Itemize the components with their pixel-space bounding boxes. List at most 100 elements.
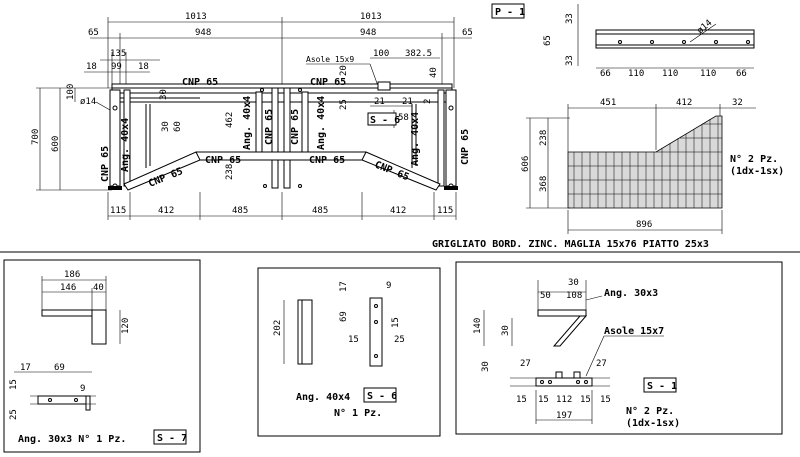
profile-dim-110b: 110 xyxy=(662,69,678,79)
dim-left-135: 135 xyxy=(110,49,126,59)
s1-asole-label: Asole 15x7 xyxy=(604,326,664,337)
s1-dim-15d: 15 xyxy=(600,395,611,405)
grating-dim-238: 238 xyxy=(539,130,549,146)
dim-height-700: 700 xyxy=(31,129,41,145)
detail-s6: 202 17 9 69 15 15 25 Ang. 40x4 S - 6 N° … xyxy=(257,267,441,437)
label-cnp-bottom-right: CNP 65 xyxy=(309,155,345,166)
grating-dim-368: 368 xyxy=(539,176,549,192)
dim-inner-30b: 30 xyxy=(161,121,171,132)
dim-bottom-485b: 485 xyxy=(312,206,328,216)
label-cnp-right-col: CNP 65 xyxy=(460,129,471,165)
label-cnp-left-col: CNP 65 xyxy=(100,146,111,182)
dim-bottom-412b: 412 xyxy=(390,206,406,216)
dim-left-99: 99 xyxy=(111,62,122,72)
s1-dim-140: 140 xyxy=(473,318,483,334)
grating-dim-412: 412 xyxy=(676,98,692,108)
dim-bottom-412a: 412 xyxy=(158,206,174,216)
profile-dim-66a: 66 xyxy=(600,69,611,79)
dim-bottom-115b: 115 xyxy=(437,206,453,216)
s1-dim-112: 112 xyxy=(556,395,572,405)
label-ang-left: Ang. 40x4 xyxy=(120,118,131,172)
hole-dia-main: ø14 xyxy=(80,97,96,107)
dim-top-1: 1013 xyxy=(185,12,207,22)
s6-dim-9: 9 xyxy=(386,281,391,291)
dim-height-100: 100 xyxy=(66,84,76,100)
main-frame-view: 1013 1013 65 948 948 65 135 99 18 18 Aso… xyxy=(31,12,473,220)
s7-caption: Ang. 30x3 N° 1 Pz. xyxy=(18,434,126,445)
s6-dim-25: 25 xyxy=(394,335,405,345)
label-cnp-top-right: CNP 65 xyxy=(310,77,346,88)
label-ang-right: Ang. 40x4 xyxy=(410,112,421,166)
s1-dim-15b: 15 xyxy=(538,395,549,405)
dim-second-2: 948 xyxy=(195,28,211,38)
tag-s6-marker xyxy=(367,112,397,126)
tag-p1: P - 1 xyxy=(491,3,525,19)
dim-inner-462: 462 xyxy=(225,112,235,128)
s7-dim-9: 9 xyxy=(80,384,85,394)
s1-dim-108: 108 xyxy=(566,291,582,301)
asole-label: Asole 15x9 xyxy=(306,55,354,64)
profile-dim-110a: 110 xyxy=(628,69,644,79)
s6-dim-15a: 15 xyxy=(348,335,359,345)
s1-dim-197: 197 xyxy=(556,411,572,421)
s7-dim-186: 186 xyxy=(64,270,80,280)
s6-dim-17: 17 xyxy=(339,281,349,292)
tag-s6-label: S - 6 xyxy=(367,391,397,402)
dim-right-100: 100 xyxy=(373,49,389,59)
s1-dim-15c: 15 xyxy=(580,395,591,405)
dim-second-1: 65 xyxy=(88,28,99,38)
s1-dim-27a: 27 xyxy=(520,359,531,369)
s1-dim-30b: 30 xyxy=(501,325,511,336)
dim-bottom-485a: 485 xyxy=(232,206,248,216)
grating-qty-side: (1dx-1sx) xyxy=(730,166,784,177)
grating-dim-606: 606 xyxy=(521,156,531,172)
dim-left-18a: 18 xyxy=(86,62,97,72)
s6-dim-202: 202 xyxy=(273,320,283,336)
tag-s1-label: S - 1 xyxy=(647,381,677,392)
detail-s7: 186 146 40 120 17 69 9 15 25 Ang. 30x3 N… xyxy=(3,259,201,453)
s1-ang-label: Ang. 30x3 xyxy=(604,288,658,299)
s1-dim-30a: 30 xyxy=(568,278,579,288)
dim-inner-30a: 30 xyxy=(159,89,169,100)
profile-dim-33b: 33 xyxy=(565,55,575,66)
dim-top-2: 1013 xyxy=(360,12,382,22)
dim-right-20: 20 xyxy=(339,65,349,76)
label-cnp-bottom-left: CNP 65 xyxy=(205,155,241,166)
s6-dim-15b: 15 xyxy=(391,317,401,328)
dim-inner-60: 60 xyxy=(173,121,183,132)
profile-view: ø14 33 65 33 66 110 110 110 66 xyxy=(543,4,755,79)
s7-dim-17: 17 xyxy=(20,363,31,373)
dim-height-600: 600 xyxy=(51,136,61,152)
s6-dim-69: 69 xyxy=(339,311,349,322)
s7-dim-40: 40 xyxy=(93,283,104,293)
dim-inner-58: 58 xyxy=(398,113,409,123)
dim-right-40: 40 xyxy=(429,67,439,78)
s1-dim-30c: 30 xyxy=(481,361,491,372)
dim-inner-21a: 21 xyxy=(374,97,385,107)
grating-dim-451: 451 xyxy=(600,98,616,108)
grating-title: GRIGLIATO BORD. ZINC. MAGLIA 15x76 PIATT… xyxy=(432,239,709,250)
detail-s1: 30 50 108 Ang. 30x3 140 30 Asole 15x7 30… xyxy=(455,261,783,435)
label-ang-center-right: Ang. 40x4 xyxy=(316,96,327,150)
profile-dim-65: 65 xyxy=(543,35,553,46)
dim-bottom-115a: 115 xyxy=(110,206,126,216)
dim-second-4: 65 xyxy=(462,28,473,38)
tag-s6-marker-label: S - 6 xyxy=(370,115,400,126)
s1-qty-side: (1dx-1sx) xyxy=(626,418,680,429)
label-cnp-top-left: CNP 65 xyxy=(182,77,218,88)
profile-dim-110c: 110 xyxy=(700,69,716,79)
label-ang-center-left: Ang. 40x4 xyxy=(242,96,253,150)
profile-dim-33a: 33 xyxy=(565,13,575,24)
dim-inner-25: 25 xyxy=(339,99,349,110)
tag-s7-label: S - 7 xyxy=(157,433,187,444)
s7-dim-69: 69 xyxy=(54,363,65,373)
s7-dim-146: 146 xyxy=(60,283,76,293)
tag-p1-label: P - 1 xyxy=(495,7,525,18)
grating-view: 451 412 32 238 606 368 896 xyxy=(521,98,784,234)
s7-dim-120: 120 xyxy=(121,318,131,334)
dim-left-18b: 18 xyxy=(138,62,149,72)
grating-qty: N° 2 Pz. xyxy=(730,154,778,165)
s6-qty: N° 1 Pz. xyxy=(334,408,382,419)
s7-dim-15: 15 xyxy=(9,379,19,390)
